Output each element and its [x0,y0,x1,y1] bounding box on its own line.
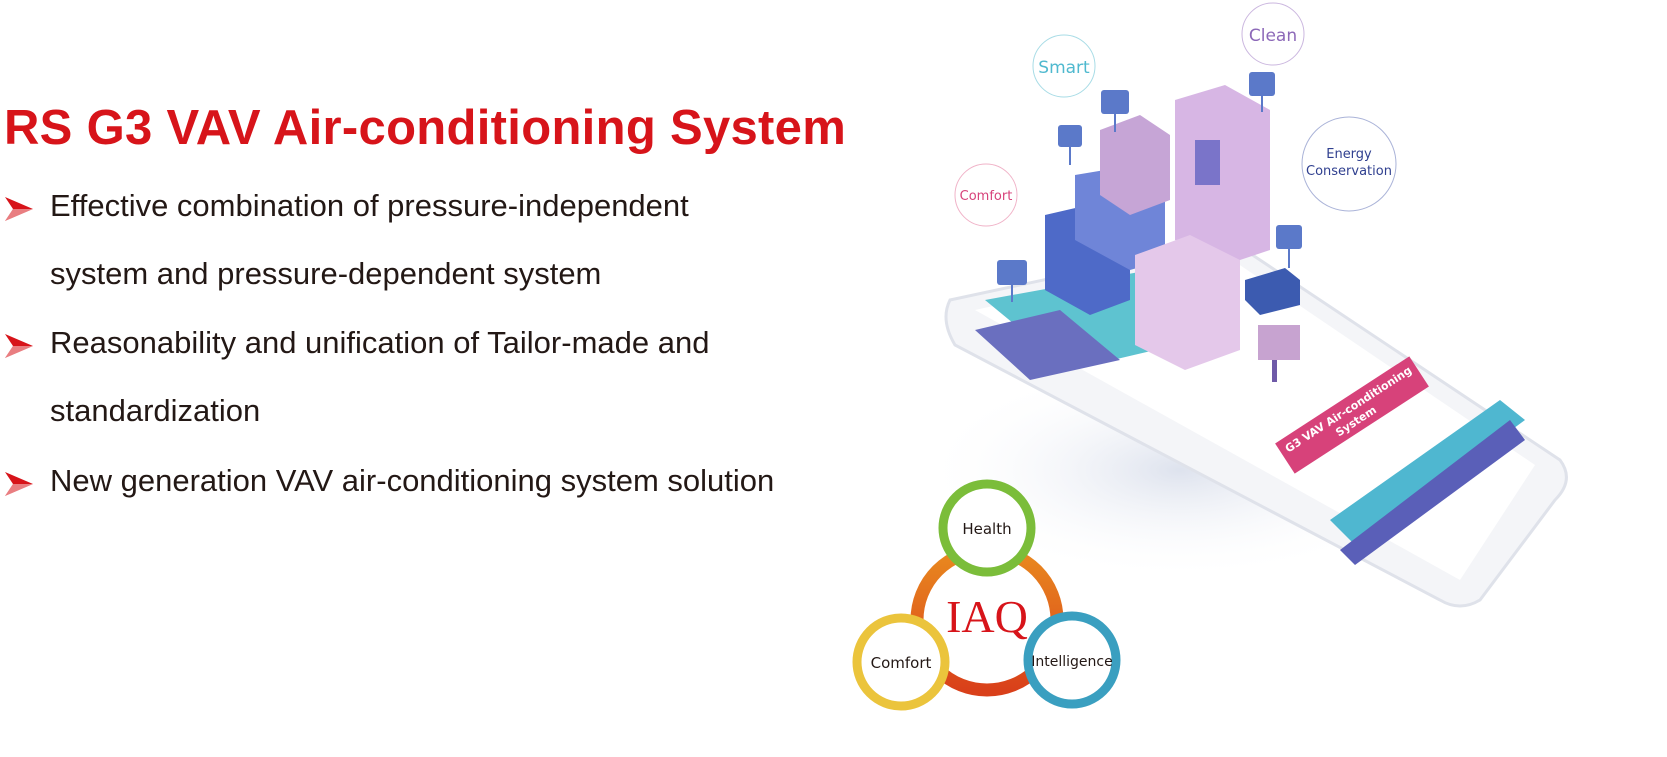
bullet-text-continued: system and pressure-dependent system [50,256,602,291]
svg-text:Comfort: Comfort [960,189,1013,204]
iaq-intelligence: Intelligence [1023,611,1121,709]
svg-text:Intelligence: Intelligence [1031,654,1112,670]
buildings [1045,85,1300,382]
svg-text:Clean: Clean [1249,26,1297,46]
svg-text:Smart: Smart [1038,58,1090,78]
iaq-comfort: Comfort [852,613,950,711]
red-arrow-icon [5,197,33,221]
red-arrow-icon [5,472,33,496]
bullet-text: Reasonability and unification of Tailor-… [50,325,710,360]
iaq-diagram: IAQ Health Comfort Intelligence [852,479,1121,711]
red-arrow-icon [5,334,33,358]
svg-text:Energy: Energy [1326,147,1372,162]
bubble-smart: Smart [1032,34,1096,98]
bullet-text-continued: standardization [50,393,261,428]
bullet-text: New generation VAV air-conditioning syst… [50,463,775,498]
iaq-health: Health [938,479,1036,577]
bubble-clean: Clean [1241,2,1305,66]
iaq-label: IAQ [946,591,1028,642]
page-title: RS G3 VAV Air-conditioning System [4,101,847,155]
map-pin-icons [997,72,1302,302]
svg-text:Conservation: Conservation [1306,164,1392,179]
bullet-text: Effective combination of pressure-indepe… [50,188,689,223]
svg-text:Comfort: Comfort [871,654,932,672]
bubble-comfort: Comfort [954,163,1018,227]
svg-text:Health: Health [962,520,1011,538]
